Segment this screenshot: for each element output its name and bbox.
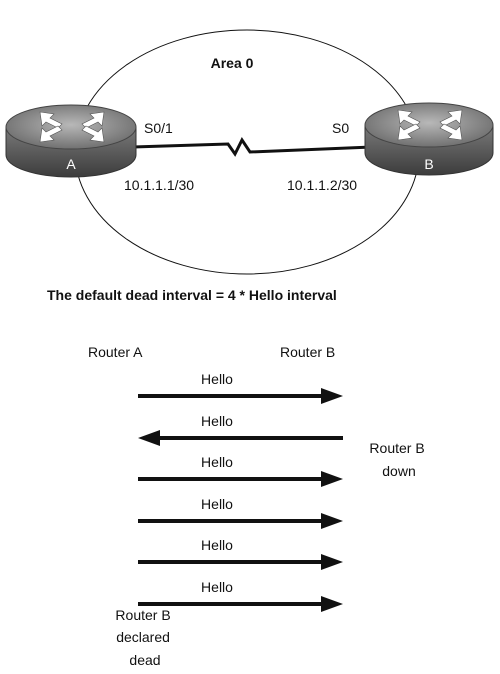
router-b-dead-note: Router B declared dead bbox=[115, 607, 174, 668]
router-b-down-note: Router B down bbox=[369, 440, 428, 479]
router-b-header: Router B bbox=[280, 344, 335, 360]
hello-arrowhead-right bbox=[321, 554, 343, 570]
hello-label: Hello bbox=[201, 496, 233, 512]
area-label: Area 0 bbox=[211, 55, 254, 71]
hello-label: Hello bbox=[201, 413, 233, 429]
hello-arrowhead-left bbox=[138, 430, 160, 446]
serial-link bbox=[132, 137, 373, 157]
dead-interval-caption: The default dead interval = 4 * Hello in… bbox=[47, 287, 337, 303]
router-a-header: Router A bbox=[88, 344, 143, 360]
router-b-name: B bbox=[424, 156, 433, 172]
router-a-icon bbox=[5, 104, 137, 178]
router-b-icon bbox=[364, 102, 494, 176]
hello-arrowhead-right bbox=[321, 596, 343, 612]
hello-label: Hello bbox=[201, 579, 233, 595]
hello-label: Hello bbox=[201, 454, 233, 470]
hello-label: Hello bbox=[201, 537, 233, 553]
router-a-name: A bbox=[66, 156, 76, 172]
hello-arrowhead-right bbox=[321, 471, 343, 487]
hello-arrowhead-right bbox=[321, 513, 343, 529]
router-a-ip: 10.1.1.1/30 bbox=[124, 177, 194, 193]
router-b-ip: 10.1.1.2/30 bbox=[287, 177, 357, 193]
hello-label: Hello bbox=[201, 371, 233, 387]
hello-arrowhead-right bbox=[321, 388, 343, 404]
router-a-interface: S0/1 bbox=[144, 120, 173, 136]
router-b-interface: S0 bbox=[332, 120, 349, 136]
